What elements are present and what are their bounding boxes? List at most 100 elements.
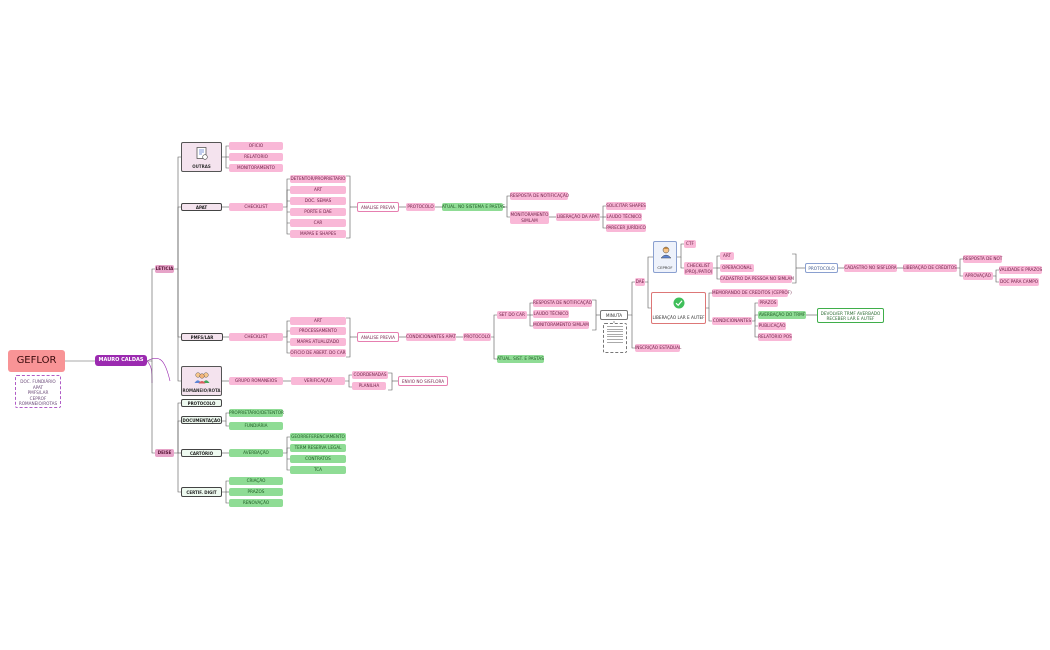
envio-sisflora[interactable]: ENVIO NO SISFLORA — [398, 376, 448, 386]
apat-checklist-item[interactable]: DETENTOR/PROPRIETARIO — [290, 175, 346, 183]
devolver-line: RECEBER LAR E AUTEF — [826, 316, 875, 322]
aprovacao-item[interactable]: DOC PARA CAMPO — [999, 278, 1039, 286]
verificacao-item[interactable]: PLANILHA — [352, 382, 386, 390]
pmfs-checklist-item[interactable]: PROCESSAMENTO — [290, 327, 346, 335]
node-ceprof[interactable]: CEPROF — [653, 241, 677, 273]
ceprof-protocolo[interactable]: PROTOCOLO — [805, 263, 838, 273]
documentacao-item[interactable]: FUNDIÁRIA — [229, 422, 283, 430]
people-group-icon — [194, 372, 209, 384]
deise-cartorio[interactable]: CARTÓRIO — [181, 449, 222, 457]
apat-checklist-item[interactable]: ART — [290, 186, 346, 194]
ceprof-ctf[interactable]: CTF — [684, 240, 696, 248]
pmfs-condicionantes-apat[interactable]: CONDICIONANTES APAT — [406, 333, 456, 341]
apat-liberacao-item[interactable]: SOLICITAR SHAPES — [606, 202, 646, 210]
node-pmfs-lar[interactable]: PMFS/LAR — [181, 333, 223, 341]
apat-liberacao-item[interactable]: PARECER JURÍDICO — [606, 224, 646, 232]
root-node[interactable]: GEFLOR — [8, 350, 65, 372]
devolver-trmf[interactable]: DEVOLVER TRMF AVERBADO RECEBER LAR E AUT… — [817, 308, 884, 323]
deise-certif-digit[interactable]: CERTIF. DIGIT — [181, 487, 222, 497]
pmfs-checklist-item[interactable]: ART — [290, 317, 346, 325]
root-note-line: PMFS/LAR — [27, 390, 49, 396]
certif-item[interactable]: CRIAÇÃO — [229, 477, 283, 485]
node-liberacao-lar-autef[interactable]: LIBERAÇÃO LAR E AUTEF — [651, 292, 706, 324]
condicionantes-item[interactable]: AVERBAÇÃO DO TRMF — [758, 311, 806, 319]
setor-deise[interactable]: DEISE — [155, 449, 174, 457]
condicionantes-item[interactable]: RELATÓRIO POS — [758, 333, 792, 341]
averbacao-item[interactable]: CONTRATOS — [290, 455, 346, 463]
apat-analise-previa[interactable]: ANALISE PREVIA — [357, 202, 399, 212]
root-note-line: DOC. FUNDIÁRIO — [20, 379, 56, 384]
ceprof-item[interactable]: CADASTRO DA PESSOA NO SIMLAM — [720, 275, 794, 283]
outras-item[interactable]: RELATORIO — [229, 153, 283, 161]
pmfs-atual-sistema[interactable]: ATUAL. SIST. E PASTAS — [497, 355, 544, 363]
node-outras[interactable]: OUTRAS — [181, 142, 222, 172]
pmfs-set-car[interactable]: SET DO CAR — [497, 311, 527, 319]
outras-label: OUTRAS — [192, 164, 211, 169]
root-note: DOC. FUNDIÁRIO APAT PMFS/LAR CEPROF ROMA… — [15, 375, 61, 408]
ceprof-item[interactable]: ART — [720, 252, 734, 260]
pmfs-car-item[interactable]: RESPOSTA DE NOTIFICAÇÃO — [533, 299, 592, 307]
pmfs-checklist-item[interactable]: OFICIO DE ABERT. DO CAR — [290, 349, 346, 357]
setor-leticia[interactable]: LÉTICIA — [155, 265, 174, 273]
apat-atual-sistema[interactable]: ATUAL. NO SISTEMA E PASTAS — [442, 203, 505, 211]
devolver-line: DEVOLVER TRMF AVERBADO — [820, 310, 881, 316]
pmfs-inscricao-estadual[interactable]: INSCRIÇÃO ESTADUAL — [635, 344, 682, 352]
apat-checklist-item[interactable]: PORTE E DAE — [290, 208, 346, 216]
resposta-not[interactable]: RESPOSTA DE NOT — [963, 255, 1003, 263]
root-note-line: CEPROF — [29, 395, 47, 401]
document-icon — [196, 147, 208, 160]
apat-liberacao[interactable]: LIBERAÇÃO DA APAT — [556, 213, 600, 221]
apat-checklist-item[interactable]: CAR — [290, 219, 346, 227]
pmfs-checklist-item[interactable]: MAPAS ATUALIZADO — [290, 338, 346, 346]
condicionantes[interactable]: CONDICIONANTES — [712, 317, 752, 325]
certif-item[interactable]: RENOVAÇÃO — [229, 499, 283, 507]
hub-node-mauro[interactable]: MAURO CALDAS — [95, 355, 147, 366]
root-note-line: APAT — [32, 384, 44, 390]
grupo-romaneios[interactable]: GRUPO ROMANEIOS — [229, 377, 283, 385]
root-note-line: ROMANEIO/ROTAS — [18, 401, 58, 407]
averbacao-item[interactable]: GEORREFERENCIAMENTO — [290, 433, 346, 441]
ceprof-checklist[interactable]: CHECKLIST (PROJ./PATIO) — [684, 262, 713, 275]
deise-protocolo[interactable]: PROTOCOLO — [181, 399, 222, 407]
node-apat[interactable]: APAT — [181, 203, 222, 211]
ceprof-item[interactable]: OPERACIONAL — [720, 264, 754, 272]
pmfs-minuta[interactable]: MINUTA — [600, 310, 628, 320]
romaneio-label: ROMANEIO/ROTA — [182, 388, 221, 393]
verificacao-item[interactable]: COORDENADAS — [352, 371, 388, 379]
aprovacao[interactable]: APROVAÇÃO — [963, 272, 993, 280]
check-circle-icon — [673, 297, 685, 309]
apat-liberacao-item[interactable]: LAUDO TÉCNICO — [606, 213, 642, 221]
deise-documentacao[interactable]: DOCUMENTAÇÃO — [181, 416, 222, 424]
apat-checklist-item[interactable]: MAPAS E SHAPES — [290, 230, 346, 238]
liberacao-creditos[interactable]: LIBERAÇÃO DE CRÉDITOS — [903, 264, 957, 272]
averbacao-item[interactable]: TCA — [290, 466, 346, 474]
memorando-creditos[interactable]: MEMORANDO DE CREDITOS (CEPROF) — [712, 289, 792, 297]
apat-resposta-notificacao[interactable]: RESPOSTA DE NOTIFICAÇÃO — [510, 192, 569, 200]
apat-checklist[interactable]: CHECKLIST — [229, 203, 283, 211]
pmfs-checklist[interactable]: CHECKLIST — [229, 333, 283, 341]
pmfs-dae[interactable]: DAE — [635, 278, 645, 286]
documentacao-item[interactable]: PROPRIETÁRIO/DETENTOR — [229, 409, 284, 417]
cadastro-sisflora[interactable]: CADASTRO NO SISFLORA — [844, 264, 897, 272]
aprovacao-item[interactable]: VALIDADE E PRAZOS — [999, 266, 1043, 274]
pmfs-car-item[interactable]: LAUDO TÉCNICO — [533, 310, 569, 318]
pmfs-protocolo[interactable]: PROTOCOLO — [463, 333, 491, 341]
pmfs-analise-previa[interactable]: ANALISE PREVIA — [357, 332, 399, 342]
averbacao[interactable]: AVERBAÇÃO — [229, 449, 283, 457]
outras-item[interactable]: OFICIO — [229, 142, 283, 150]
node-romaneio-rota[interactable]: ROMANEIO/ROTA — [181, 366, 222, 396]
minuta-document-icon — [603, 323, 627, 353]
apat-checklist-item[interactable]: DOC. SEMAS — [290, 197, 346, 205]
verificacao[interactable]: VERIFICAÇÃO — [291, 377, 345, 385]
outras-item[interactable]: MONITORAMENTO — [229, 164, 283, 172]
pmfs-car-item[interactable]: MONITORAMENTO SIMLAM — [533, 321, 589, 329]
ceprof-label: CEPROF — [657, 265, 673, 270]
person-icon — [660, 246, 672, 259]
liberacao-lar-label: LIBERAÇÃO LAR E AUTEF — [652, 315, 705, 320]
condicionantes-item[interactable]: PUBLICAÇÃO — [758, 322, 786, 330]
apat-monitoramento[interactable]: MONITORAMENTO SIMLAM — [510, 211, 549, 224]
certif-item[interactable]: PRAZOS — [229, 488, 283, 496]
condicionantes-item[interactable]: PRAZOS — [758, 299, 778, 307]
averbacao-item[interactable]: TERM RESERVA LEGAL — [290, 444, 346, 452]
apat-protocolo[interactable]: PROTOCOLO — [406, 203, 435, 211]
